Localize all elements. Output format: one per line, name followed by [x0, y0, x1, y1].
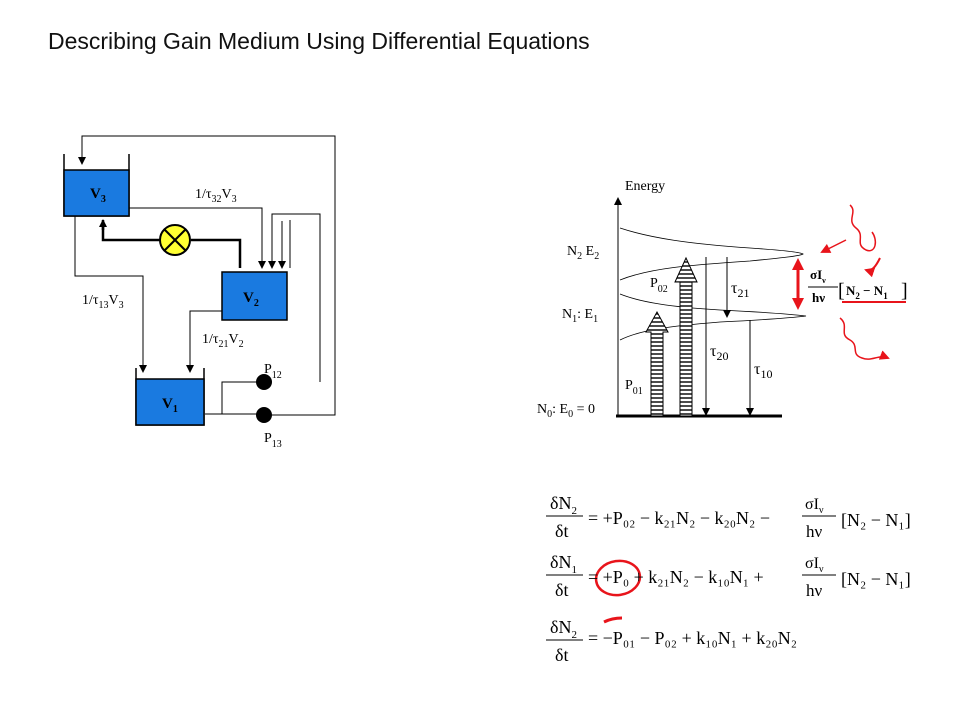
flow-32-label: 1/τ32V3 — [195, 187, 237, 205]
p02-label: P02 — [650, 276, 668, 295]
p13-label: P13 — [264, 431, 282, 450]
crossed-circle-valve-icon[interactable] — [159, 224, 191, 256]
svg-text:[: [ — [838, 280, 845, 302]
v3-label: V3 — [90, 186, 106, 205]
svg-text:δN1: δN1 — [550, 552, 577, 576]
p12-label: P12 — [264, 362, 282, 381]
pump-p13-icon[interactable] — [256, 407, 272, 423]
v1-label: V1 — [162, 396, 178, 415]
tau20-label: τ20 — [710, 343, 728, 363]
slide-title: Describing Gain Medium Using Differentia… — [48, 28, 590, 54]
svg-text:hν: hν — [806, 522, 823, 541]
pump-p12-icon[interactable] — [256, 374, 272, 390]
equations: δN2 δt = +P₀₂ − k₂₁N₂ − k₂₀N₂ − σIν hν [… — [546, 493, 911, 665]
svg-text:N2 − N1: N2 − N1 — [846, 283, 888, 301]
tau21-label: τ21 — [731, 280, 749, 300]
svg-text:δN2: δN2 — [550, 493, 577, 517]
svg-text:= −P₀₁ − P₀₂ + k₁₀N₁ + k₂₀N₂: = −P₀₁ − P₀₂ + k₁₀N₁ + k₂₀N₂ — [588, 628, 797, 648]
equation-2: δN1 δt = +P₀ + k₂₁N₂ − k₁₀N₁ + σIν hν [N… — [546, 552, 911, 600]
svg-text:δt: δt — [555, 645, 568, 665]
svg-text:= +P₀₂ − k₂₁N₂ − k₂₀N₂ −: = +P₀₂ − k₂₁N₂ − k₂₀N₂ − — [588, 508, 770, 528]
svg-text:δN2: δN2 — [550, 617, 577, 641]
n2-level-label: N2 E2 — [567, 244, 599, 262]
svg-text:hν: hν — [812, 290, 825, 305]
p01-label: P01 — [625, 378, 643, 397]
svg-text:σIν: σIν — [805, 555, 824, 575]
tank-v1 — [135, 368, 205, 426]
red-annotations — [594, 204, 906, 624]
tau10-label: τ10 — [754, 361, 772, 381]
equation-3: δN2 δt = −P₀₁ − P₀₂ + k₁₀N₁ + k₂₀N₂ — [546, 617, 797, 665]
flow-21-label: 1/τ21V2 — [202, 332, 244, 350]
tank-v2 — [221, 271, 288, 321]
valve-loop — [99, 219, 242, 268]
equation-1: δN2 δt = +P₀₂ − k₂₁N₂ − k₂₀N₂ − σIν hν [… — [546, 493, 911, 541]
flow-13-label: 1/τ13V3 — [82, 293, 124, 311]
svg-text:= +P₀ + k₂₁N₂ − k₁₀N₁ +: = +P₀ + k₂₁N₂ − k₁₀N₁ + — [588, 567, 764, 587]
svg-text:]: ] — [901, 280, 908, 302]
svg-text:hν: hν — [806, 581, 823, 600]
svg-text:δt: δt — [555, 580, 568, 600]
svg-text:δt: δt — [555, 521, 568, 541]
v2-label: V2 — [243, 290, 259, 309]
stim-term: σIν hν [ N2 − N1 ] — [808, 267, 908, 305]
svg-text:[N₂ − N₁]: [N₂ − N₁] — [841, 510, 911, 530]
svg-text:[N₂ − N₁]: [N₂ − N₁] — [841, 569, 911, 589]
n1-level-label: N1: E1 — [562, 307, 598, 325]
svg-text:σIν: σIν — [805, 496, 824, 516]
svg-text:σIν: σIν — [810, 267, 826, 285]
energy-diagram — [614, 197, 807, 418]
tank-v3 — [63, 154, 130, 217]
energy-axis-label: Energy — [625, 179, 665, 194]
tank-diagram — [74, 135, 336, 416]
n0-level-label: N0: E0 = 0 — [537, 402, 595, 420]
